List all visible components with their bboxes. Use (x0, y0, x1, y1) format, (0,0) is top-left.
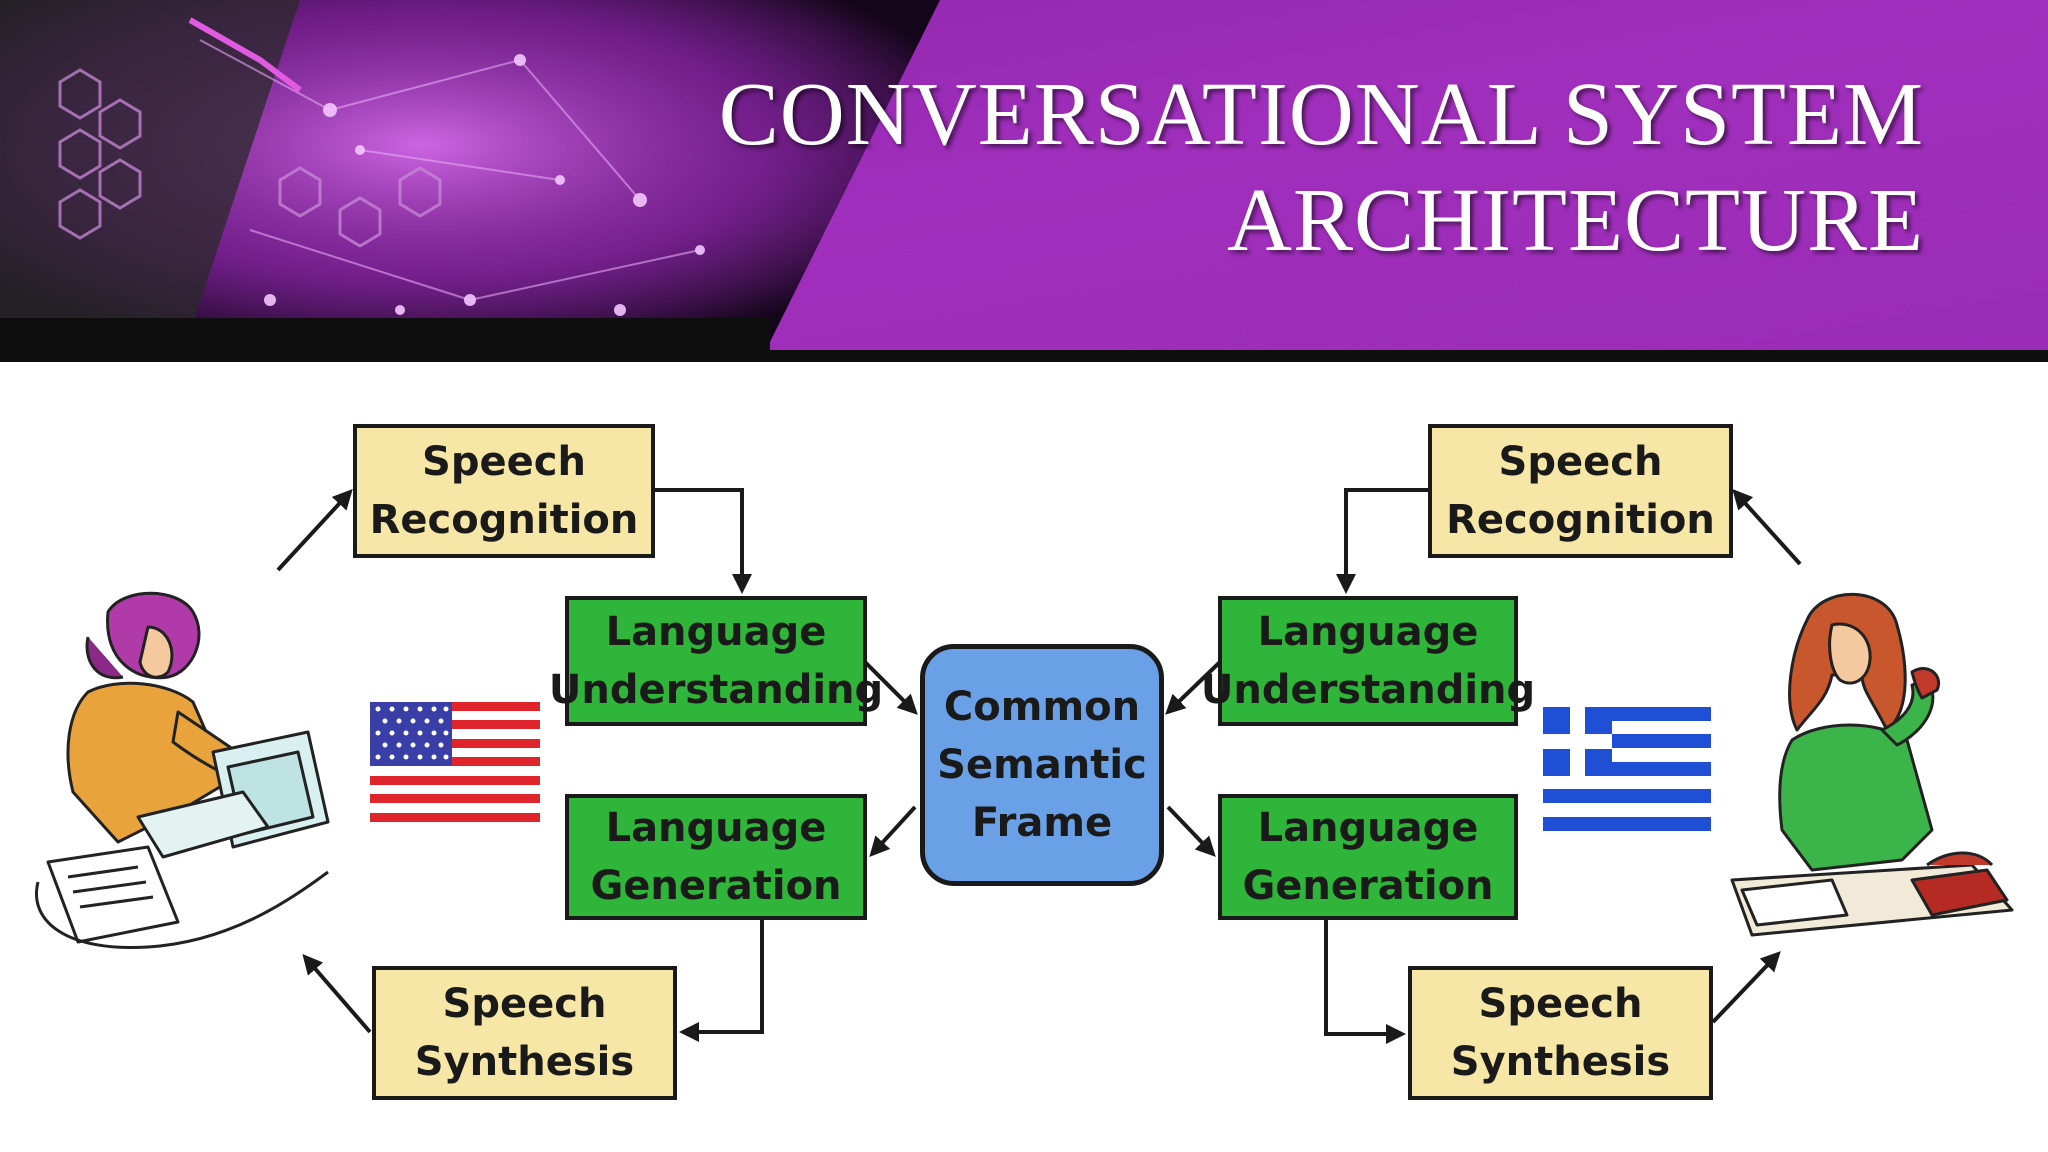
box-label: Language (1257, 609, 1479, 655)
box-label: Common (943, 684, 1141, 730)
architecture-diagram: Speech Recognition Language Understandin… (0, 362, 2048, 1152)
box-label: Recognition (1446, 497, 1715, 543)
arrow-left-person-to-sr (276, 489, 353, 572)
arrow-left-lg-to-ss (679, 917, 764, 1042)
woman-on-phone-icon (1730, 592, 2014, 937)
left-language-generation-box: Language Generation (565, 794, 867, 920)
box-label: Language (605, 609, 827, 655)
box-label: Generation (1242, 863, 1494, 909)
arrow-right-sr-to-lu (1336, 488, 1428, 594)
woman-at-computer-icon (35, 591, 330, 950)
box-label: Speech (422, 439, 586, 485)
common-semantic-frame-box: Common Semantic Frame (920, 644, 1164, 886)
box-label: Synthesis (1450, 1039, 1671, 1085)
box-label: Generation (590, 863, 842, 909)
arrow-left-sr-to-lu (655, 488, 752, 594)
greece-flag-icon (1543, 707, 1711, 831)
box-label: Language (1257, 805, 1479, 851)
arrow-right-ss-to-person (1711, 951, 1781, 1024)
box-label: Understanding (1200, 667, 1536, 713)
arrow-frame-to-right-lg (1166, 805, 1216, 857)
box-label: Semantic (937, 742, 1147, 788)
left-speech-synthesis-box: Speech Synthesis (372, 966, 677, 1100)
title-line-2: ARCHITECTURE (1227, 171, 1924, 270)
box-label: Language (605, 805, 827, 851)
arrow-right-lu-to-frame (1165, 660, 1222, 715)
box-label: Frame (971, 800, 1113, 846)
header-background (0, 0, 2048, 362)
title-line-1: CONVERSATIONAL SYSTEM (718, 65, 1924, 164)
diagram-connectors (276, 488, 1802, 1044)
arrow-frame-to-left-lg (869, 805, 917, 857)
arrow-left-lu-to-frame (863, 660, 918, 715)
box-label: Speech (1478, 981, 1643, 1027)
box-label: Recognition (369, 497, 639, 543)
left-language-understanding-box: Language Understanding (549, 596, 883, 726)
arrow-right-person-to-sr (1732, 489, 1802, 566)
left-speech-recognition-box: Speech Recognition (353, 424, 655, 558)
box-label: Understanding (548, 667, 884, 713)
right-language-generation-box: Language Generation (1218, 794, 1518, 920)
box-label: Speech (1498, 439, 1663, 485)
arrow-right-lg-to-ss (1324, 917, 1406, 1044)
right-speech-synthesis-box: Speech Synthesis (1408, 966, 1713, 1100)
us-flag-icon (370, 702, 540, 822)
right-language-understanding-box: Language Understanding (1201, 596, 1535, 726)
page-title: CONVERSATIONAL SYSTEM ARCHITECTURE (719, 62, 1924, 274)
arrow-left-ss-to-person (302, 953, 372, 1034)
right-speech-recognition-box: Speech Recognition (1428, 424, 1733, 558)
header-banner: CONVERSATIONAL SYSTEM ARCHITECTURE (0, 0, 2048, 362)
box-label: Speech (442, 981, 607, 1027)
box-label: Synthesis (414, 1039, 635, 1085)
